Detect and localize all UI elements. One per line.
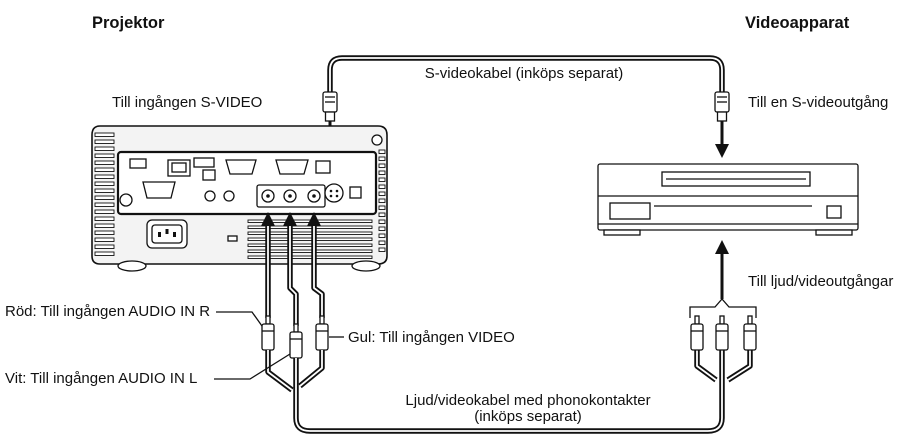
leader-line-white	[214, 353, 291, 380]
rca-plug-device-3	[743, 315, 757, 351]
vent-slat	[94, 139, 115, 144]
power-socket	[146, 219, 188, 249]
av-cable-label-line2: (inköps separat)	[474, 408, 582, 425]
indicator	[227, 235, 238, 242]
vent-slat	[378, 149, 386, 154]
vent-slat	[94, 167, 115, 172]
rca-plug-device-1	[690, 315, 704, 351]
arrow-to-device-s-video-output	[715, 121, 729, 158]
vent-slat	[94, 174, 115, 179]
vent-slat	[94, 181, 115, 186]
vent-slat	[247, 255, 373, 259]
arrow-to-video-in	[307, 212, 321, 226]
vent-slat	[94, 223, 115, 228]
s-video-cable-label: S-videokabel (inköps separat)	[425, 65, 623, 82]
projector-foot-right	[351, 260, 381, 272]
small-port	[315, 160, 331, 174]
device-foot-right	[815, 229, 853, 236]
av-cable-label-line1: Ljud/videokabel med phonokontakter	[405, 392, 650, 409]
monitor-out-port	[225, 159, 257, 175]
s-video-plug-device-end	[714, 91, 730, 122]
serial-port	[142, 181, 176, 199]
vent-slat	[247, 237, 373, 241]
audio-out-jack	[204, 190, 216, 202]
vent-slat	[378, 219, 386, 224]
vent-slat	[378, 163, 386, 168]
red-plug-label: Röd: Till ingången AUDIO IN R	[5, 303, 210, 320]
rca-plug-white	[289, 323, 303, 359]
vent-slat	[94, 146, 115, 151]
vent-slat	[247, 249, 373, 253]
projector-foot-left	[117, 260, 147, 272]
vent-slat	[378, 247, 386, 252]
front-panel	[609, 202, 651, 220]
video-device-heading: Videoapparat	[745, 14, 850, 32]
projector	[91, 125, 388, 272]
arrow-to-av-outputs	[715, 240, 729, 299]
white-plug-label: Vit: Till ingången AUDIO IN L	[5, 370, 197, 387]
s-video-plug-projector-end	[322, 91, 338, 122]
arrow-to-audio-in-r	[261, 212, 275, 226]
vent-slat	[378, 198, 386, 203]
leader-line-red	[216, 311, 263, 327]
av-outputs-label: Till ljud/videoutgångar	[748, 273, 893, 290]
vent-grille-left	[94, 132, 115, 256]
vent-slat	[378, 177, 386, 182]
s-video-jack	[324, 183, 344, 203]
vent-slat	[378, 205, 386, 210]
vent-slat	[378, 191, 386, 196]
av-cable	[265, 350, 753, 434]
lan-port-inner	[171, 162, 187, 173]
vent-slat	[94, 237, 115, 242]
dc-port	[202, 169, 216, 181]
s-video-input-label: Till ingången S-VIDEO	[112, 94, 262, 111]
hdmi-port	[193, 157, 215, 168]
audio-in-jack	[223, 190, 235, 202]
s-video-cable	[327, 55, 725, 94]
rca-plug-yellow	[315, 315, 329, 351]
projector-heading: Projektor	[92, 14, 165, 32]
yellow-plug-label: Gul: Till ingången VIDEO	[348, 329, 515, 346]
usb-b-port	[349, 186, 362, 199]
adjuster-knob	[371, 134, 383, 146]
s-video-cable-core	[329, 57, 723, 94]
vent-slat	[94, 202, 115, 207]
vent-slat	[378, 233, 386, 238]
computer-in-port	[275, 159, 309, 175]
device-foot-left	[603, 229, 641, 236]
av-cable-projector-end	[261, 212, 325, 326]
vent-slat	[378, 212, 386, 217]
vent-slat	[247, 231, 373, 235]
vent-slat	[94, 230, 115, 235]
vent-slat	[94, 188, 115, 193]
vent-slat	[94, 216, 115, 221]
rca-plug-red	[261, 315, 275, 351]
video-device	[597, 163, 859, 236]
vent-slat	[94, 153, 115, 158]
vent-slat	[94, 244, 115, 249]
vent-slat	[378, 240, 386, 245]
s-video-output-label: Till en S-videoutgång	[748, 94, 888, 111]
vent-slat	[94, 251, 115, 256]
vent-slat	[94, 160, 115, 165]
vent-slat	[94, 209, 115, 214]
vent-slat	[94, 132, 115, 137]
vent-slat	[378, 226, 386, 231]
plug-group-brace	[689, 298, 757, 318]
vent-slat	[247, 243, 373, 247]
rca-plug-device-2	[715, 315, 729, 351]
security-slot	[119, 193, 133, 207]
vent-grille-right	[378, 149, 386, 252]
vent-slat	[378, 170, 386, 175]
device-button	[826, 205, 842, 219]
arrow-to-audio-in-l	[283, 212, 297, 226]
vent-slat	[94, 195, 115, 200]
usb-port	[129, 158, 147, 169]
vent-slat	[378, 184, 386, 189]
vent-slat	[378, 156, 386, 161]
